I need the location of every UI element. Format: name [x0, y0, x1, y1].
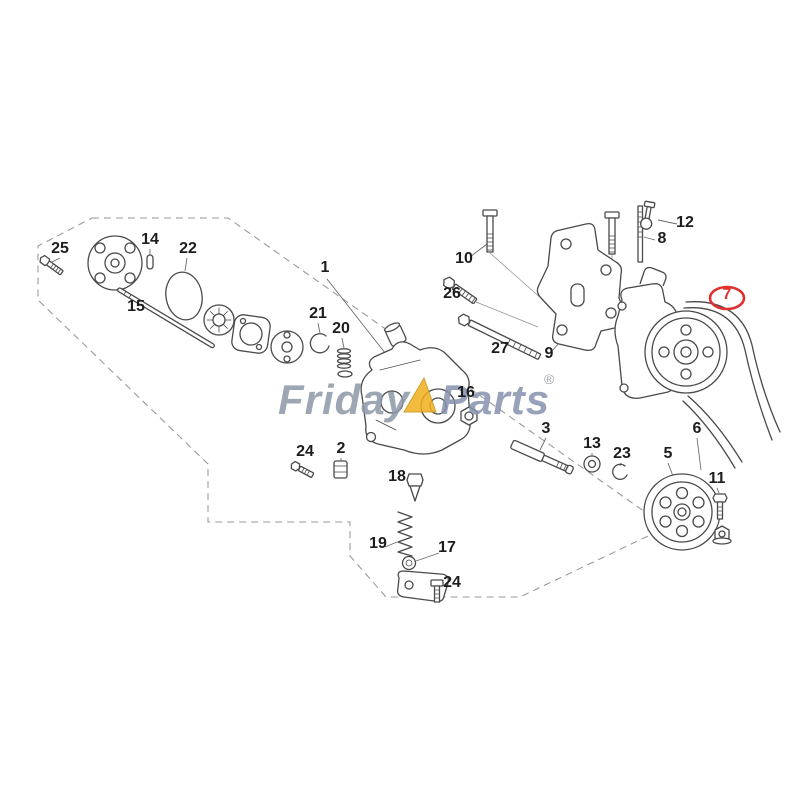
part-stud-8 [637, 205, 644, 263]
part-pulley-5 [643, 473, 721, 551]
part-bolt-24b [430, 579, 444, 603]
part-label-13: 13 [583, 435, 601, 452]
part-pump-assembly [614, 266, 728, 399]
part-oring-17 [401, 555, 417, 571]
part-bolt-27 [457, 313, 542, 360]
part-label-24: 24 [296, 443, 314, 460]
part-label-23: 23 [613, 445, 631, 462]
part-label-26: 26 [443, 285, 461, 302]
part-label-7-highlighted: 7 [723, 286, 732, 303]
part-snapring-23 [612, 463, 628, 480]
part-label-24: 24 [443, 574, 461, 591]
part-oring-22 [165, 271, 203, 321]
part-label-27: 27 [491, 340, 509, 357]
part-label-6: 6 [693, 420, 702, 437]
part-label-11: 11 [709, 470, 726, 487]
part-label-3: 3 [542, 420, 551, 437]
part-rotor [203, 304, 235, 336]
part-bracket-9 [536, 222, 628, 352]
part-spring-20 [336, 348, 353, 378]
part-label-12: 12 [676, 214, 694, 231]
part-label-25: 25 [51, 240, 69, 257]
part-bolt-24a [290, 460, 315, 478]
part-label-2: 2 [337, 440, 346, 457]
part-label-15: 15 [127, 298, 145, 315]
part-rod-15 [117, 287, 215, 349]
part-side-plate [270, 330, 304, 364]
part-label-17: 17 [438, 539, 456, 556]
watermark-triangle-icon [403, 376, 437, 413]
part-label-5: 5 [664, 445, 673, 462]
part-bolt-25 [39, 254, 64, 276]
part-pin-14 [146, 254, 154, 270]
watermark: Friday Parts ® [278, 371, 555, 423]
part-label-9: 9 [545, 345, 554, 362]
part-label-10: 10 [455, 250, 473, 267]
watermark-text-frida: Friday [278, 376, 412, 423]
part-label-21: 21 [309, 305, 327, 322]
part-label-22: 22 [179, 240, 197, 257]
part-label-20: 20 [332, 320, 350, 337]
part-spring-19 [397, 511, 413, 557]
highlight-ellipse [708, 285, 746, 311]
part-bolt-11 [712, 493, 728, 520]
part-label-18: 18 [388, 468, 406, 485]
watermark-text-parts: Parts [440, 376, 550, 423]
part-joint-2 [333, 460, 348, 479]
part-shaft-3 [510, 439, 574, 475]
part-bolt-12 [640, 200, 656, 230]
part-label-1: 1 [321, 259, 330, 276]
part-bolt-10 [482, 209, 498, 253]
part-cam-ring [231, 314, 271, 354]
part-label-8: 8 [658, 230, 667, 247]
part-bolt-10b [604, 211, 620, 255]
part-bolt-26 [443, 276, 478, 305]
registered-mark-icon: ® [544, 371, 555, 387]
part-nut-16 [460, 406, 478, 426]
part-snapring-21 [309, 333, 330, 354]
part-label-14: 14 [141, 231, 159, 248]
part-valve-18 [406, 473, 424, 502]
part-cover-plate [87, 235, 143, 291]
part-label-19: 19 [369, 535, 387, 552]
part-nut-11 [712, 525, 732, 545]
part-washer-13 [583, 455, 601, 473]
part-label-16: 16 [457, 384, 475, 401]
